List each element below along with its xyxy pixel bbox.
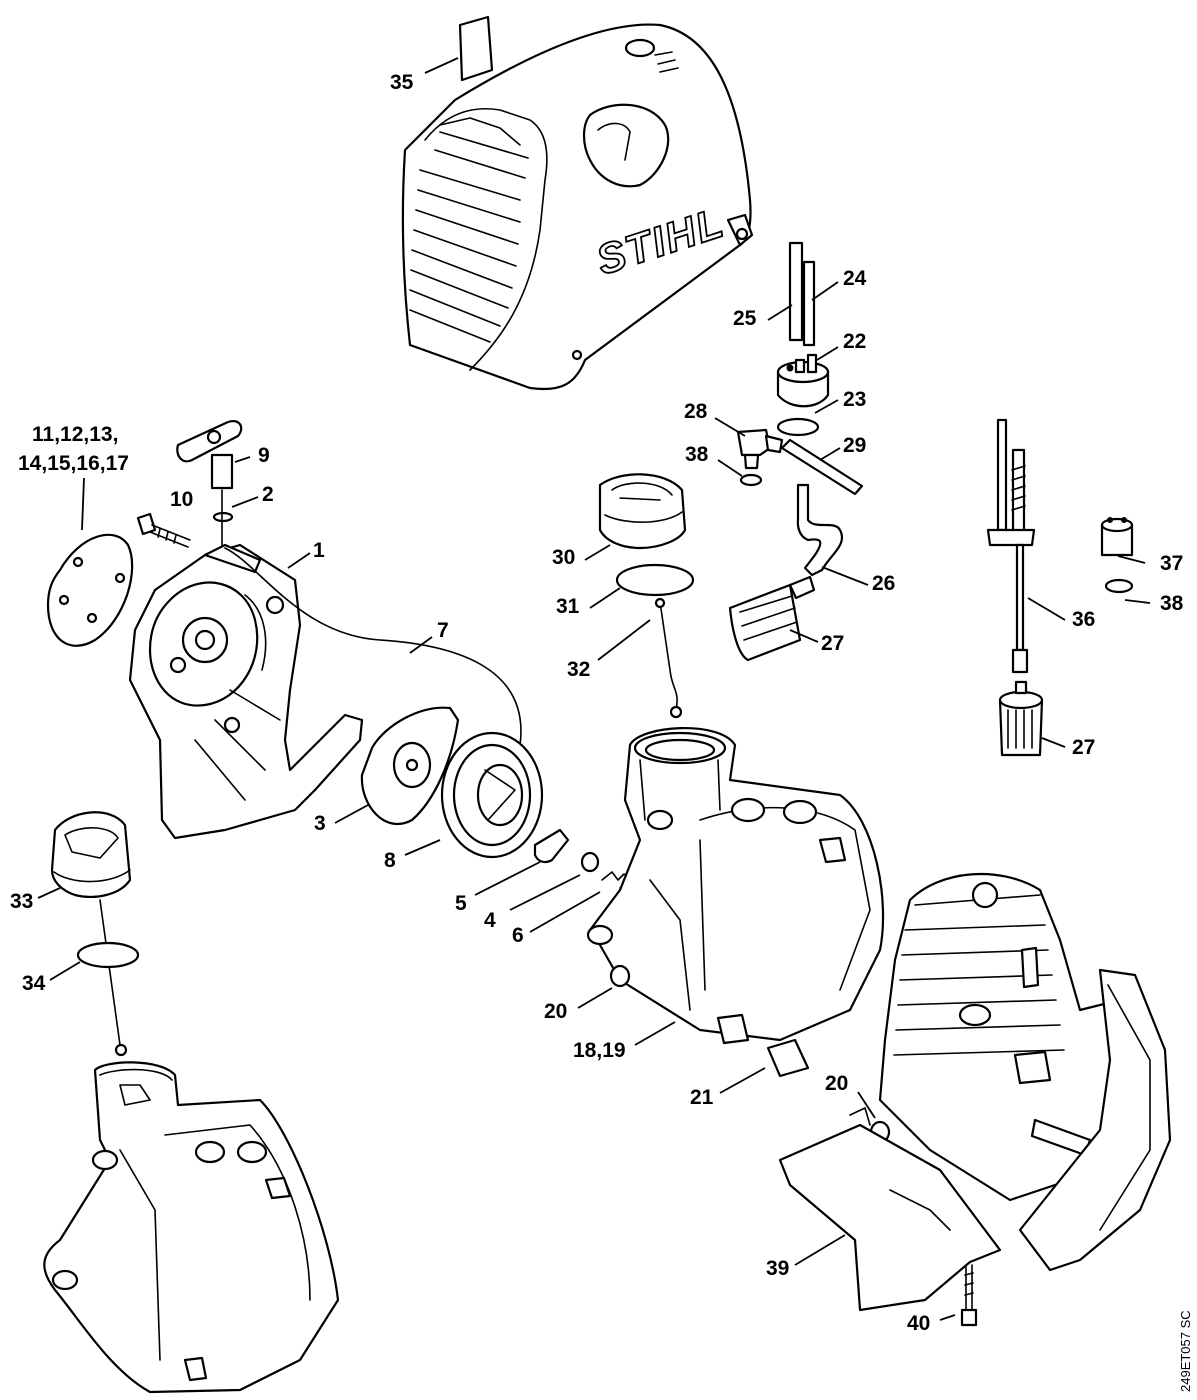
callout-18-19: 18,19 (573, 1039, 626, 1062)
part-22-tank-vent (776, 353, 830, 408)
part-7-starter-rope (224, 547, 522, 746)
part-3-spring-housing (360, 706, 460, 826)
part-9-starter-grip (176, 420, 243, 490)
callout-8: 8 (384, 849, 396, 872)
callout-27-lower: 27 (1072, 736, 1095, 759)
part-2-rope-guide (212, 489, 234, 546)
part-24-25-fuel-hoses (788, 241, 816, 347)
part-21-sleeve (766, 1038, 810, 1078)
part-27-fuel-filter-b (998, 680, 1044, 757)
callout-30: 30 (552, 546, 575, 569)
callout-32: 32 (567, 658, 590, 681)
part-37-valve (1100, 517, 1134, 557)
part-27-fuel-filter-a (728, 575, 816, 662)
part-18-19-fuel-tank (586, 727, 885, 1045)
callout-27-upper: 27 (821, 632, 844, 655)
part-28-fitting (736, 428, 784, 470)
callout-20-left: 20 (544, 1000, 567, 1023)
part-31-seal (615, 563, 695, 597)
callout-21: 21 (690, 1086, 714, 1109)
callout-14-17: 14,15,16,17 (18, 452, 129, 475)
part-39-deflector (778, 1107, 1002, 1312)
callout-9: 9 (258, 444, 270, 467)
callout-1: 1 (313, 539, 325, 562)
part-30-tank-cap (598, 473, 687, 550)
fuel-tank-left (43, 1061, 340, 1394)
part-23-o-ring (776, 417, 820, 437)
drawing-code: 249ET057 SC (1178, 1310, 1193, 1392)
callout-10: 10 (170, 488, 193, 511)
callout-22: 22 (843, 330, 866, 353)
part-10-screw (136, 512, 191, 548)
part-40-screw (960, 1264, 978, 1327)
callout-3: 3 (314, 812, 326, 835)
part-8-rope-rotor (440, 731, 544, 859)
part-4-washer (580, 851, 600, 873)
callout-36: 36 (1072, 608, 1095, 631)
engine-shroud: STIHL (401, 23, 754, 391)
callout-38-lower: 38 (1160, 592, 1184, 615)
callout-33: 33 (10, 890, 33, 913)
part-35-label-sticker (458, 15, 494, 82)
callout-5: 5 (455, 892, 467, 915)
callout-6: 6 (512, 924, 524, 947)
part-38-o-ring-lower (1104, 578, 1134, 594)
leader-lines (37, 57, 1151, 1321)
callout-20-right: 20 (825, 1072, 848, 1095)
part-11-17-plate (46, 533, 134, 647)
part-32-retainer-cord (654, 597, 683, 719)
part-29-hose (780, 438, 864, 496)
callout-25: 25 (733, 307, 757, 330)
callout-7: 7 (437, 619, 449, 642)
callout-35: 35 (390, 71, 414, 94)
part-26-pickup-hose (796, 483, 843, 577)
part-34-seal (76, 941, 140, 969)
callout-29: 29 (843, 434, 866, 457)
engine-assembly (878, 872, 1172, 1272)
callout-2: 2 (262, 483, 274, 506)
callout-38-upper: 38 (685, 443, 709, 466)
part-36-pickup-line (986, 418, 1036, 674)
part-33-tank-cap (50, 811, 132, 1057)
part-38-o-ring-upper (739, 473, 763, 487)
part-5-pawl (533, 828, 570, 864)
callout-39: 39 (766, 1257, 789, 1280)
callout-labels: 35 24 25 22 23 28 29 38 11,12,13, 14,15,… (10, 71, 1184, 1335)
callout-26: 26 (872, 572, 895, 595)
callout-34: 34 (22, 972, 46, 995)
callout-28: 28 (684, 400, 708, 423)
callout-31: 31 (556, 595, 580, 618)
part-1-starter-housing (128, 543, 364, 840)
part-20-grommet-a (609, 964, 631, 988)
callout-11-13: 11,12,13, (32, 423, 118, 446)
callout-37: 37 (1160, 552, 1183, 575)
callout-40: 40 (907, 1312, 930, 1335)
callout-24: 24 (843, 267, 867, 290)
callout-23: 23 (843, 388, 866, 411)
callout-4: 4 (484, 909, 496, 932)
